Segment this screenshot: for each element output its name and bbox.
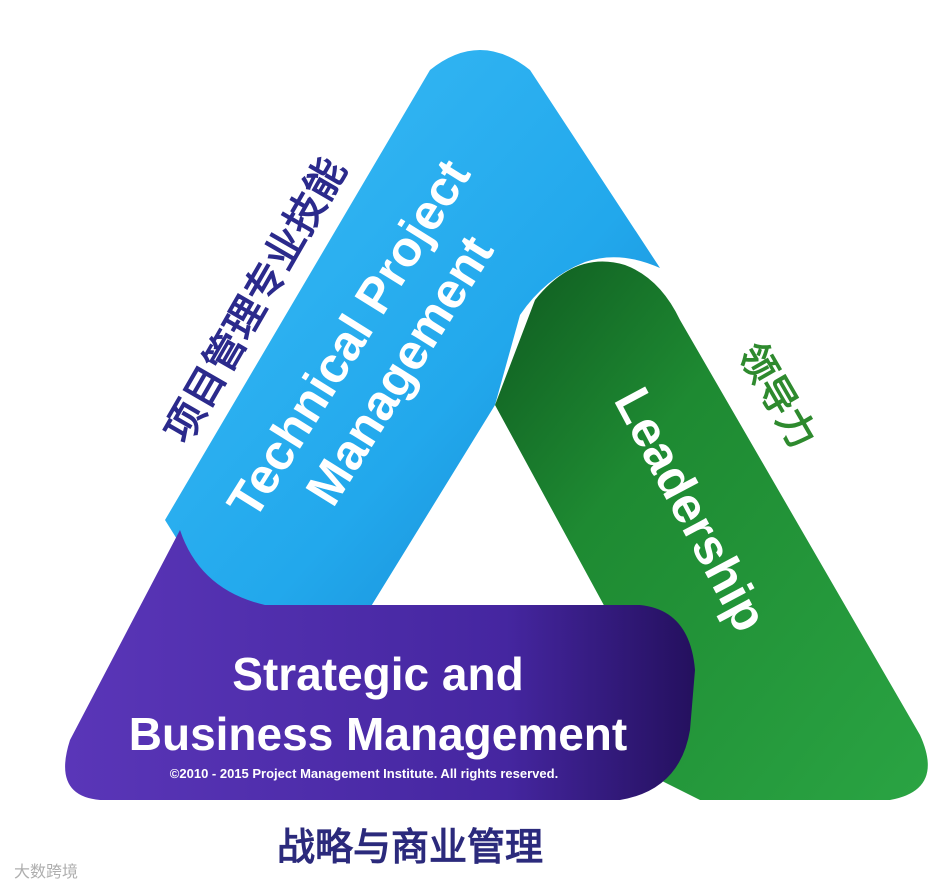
copyright-text: ©2010 - 2015 Project Management Institut… (170, 766, 558, 781)
strategic-label-line2: Business Management (129, 708, 627, 760)
watermark-text: 大数跨境 (14, 862, 79, 881)
technical-band (165, 50, 660, 608)
strategic-label-line1: Strategic and (232, 648, 523, 700)
leadership-band (495, 261, 928, 800)
strategic-band (65, 530, 695, 800)
strategic-cn-label: 战略与商业管理 (277, 825, 543, 869)
